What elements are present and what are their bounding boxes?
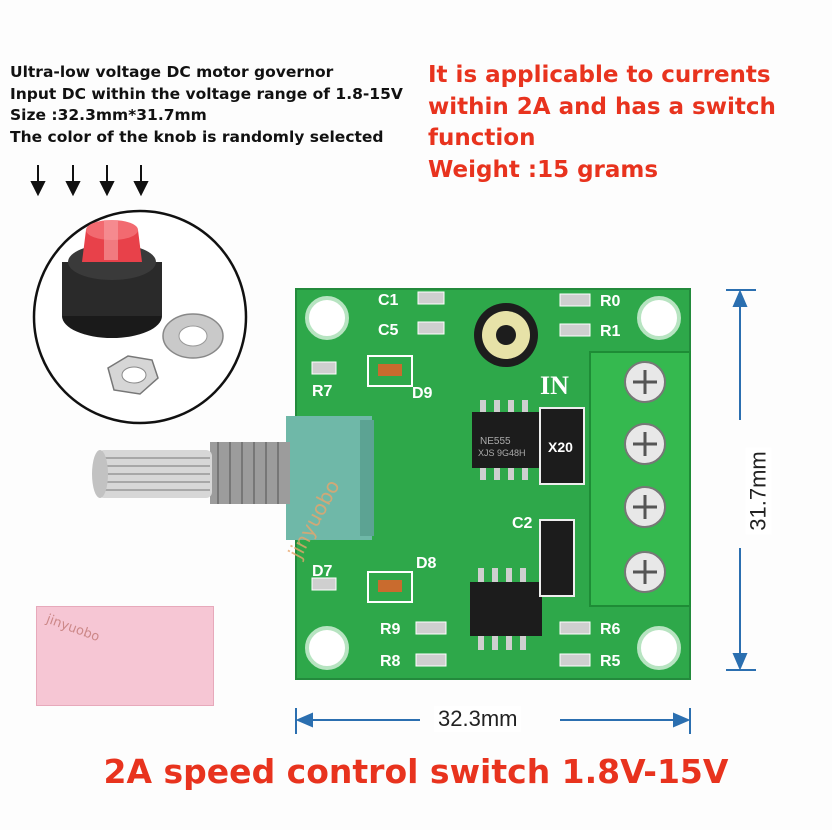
down-arrow-icon	[133, 165, 149, 197]
feature-line: Weight :15 grams	[428, 156, 659, 183]
down-arrow-icon	[65, 165, 81, 197]
spec-line: Size :32.3mm*31.7mm	[10, 106, 207, 124]
spec-line: Ultra-low voltage DC motor governor	[10, 63, 334, 81]
knob-callout	[32, 209, 248, 425]
width-label: 32.3mm	[434, 706, 522, 732]
feature-line: It is applicable to currents	[428, 62, 771, 88]
silkscreen-labels: C1 C5 R0 R1 R7 D9 C2 D7 D8 R9 R8 R6 R5 I…	[312, 292, 621, 670]
label-mosfet: X20	[548, 439, 573, 455]
spec-line: The color of the knob is randomly select…	[10, 127, 384, 146]
feature-line: function	[428, 125, 536, 151]
spec-line: Input DC within the voltage range of 1.8…	[10, 84, 403, 103]
feature-line: within 2A and has a switch	[428, 93, 776, 120]
spec-list: Ultra-low voltage DC motor governor Inpu…	[10, 62, 403, 148]
label-r7: R7	[312, 383, 333, 400]
label-in: IN	[540, 371, 569, 400]
label-c5: C5	[378, 322, 399, 339]
label-r0: R0	[600, 293, 621, 310]
label-ic-code: XJS 9G48H	[478, 448, 526, 458]
height-dimension	[726, 289, 756, 671]
label-c2: C2	[512, 515, 533, 532]
label-d8: D8	[416, 555, 437, 572]
label-ic-top: NE555	[480, 436, 511, 447]
feature-list: It is applicable to currents within 2A a…	[428, 60, 776, 186]
label-d7: D7	[312, 563, 333, 580]
height-label: 31.7mm	[745, 447, 772, 535]
label-d9: D9	[412, 385, 433, 402]
label-r6: R6	[600, 621, 621, 638]
label-r9: R9	[380, 621, 401, 638]
width-dimension	[295, 708, 691, 734]
watermark-box: jinyuobo	[36, 606, 214, 706]
down-arrows	[30, 165, 149, 197]
product-caption: 2A speed control switch 1.8V-15V	[103, 752, 729, 791]
label-r5: R5	[600, 653, 621, 670]
watermark-box-text: jinyuobo	[44, 611, 102, 646]
down-arrow-icon	[30, 165, 46, 197]
label-r1: R1	[600, 323, 621, 340]
label-c1: C1	[378, 292, 399, 309]
down-arrow-icon	[99, 165, 115, 197]
label-r8: R8	[380, 653, 401, 670]
pcb-board	[92, 288, 691, 680]
